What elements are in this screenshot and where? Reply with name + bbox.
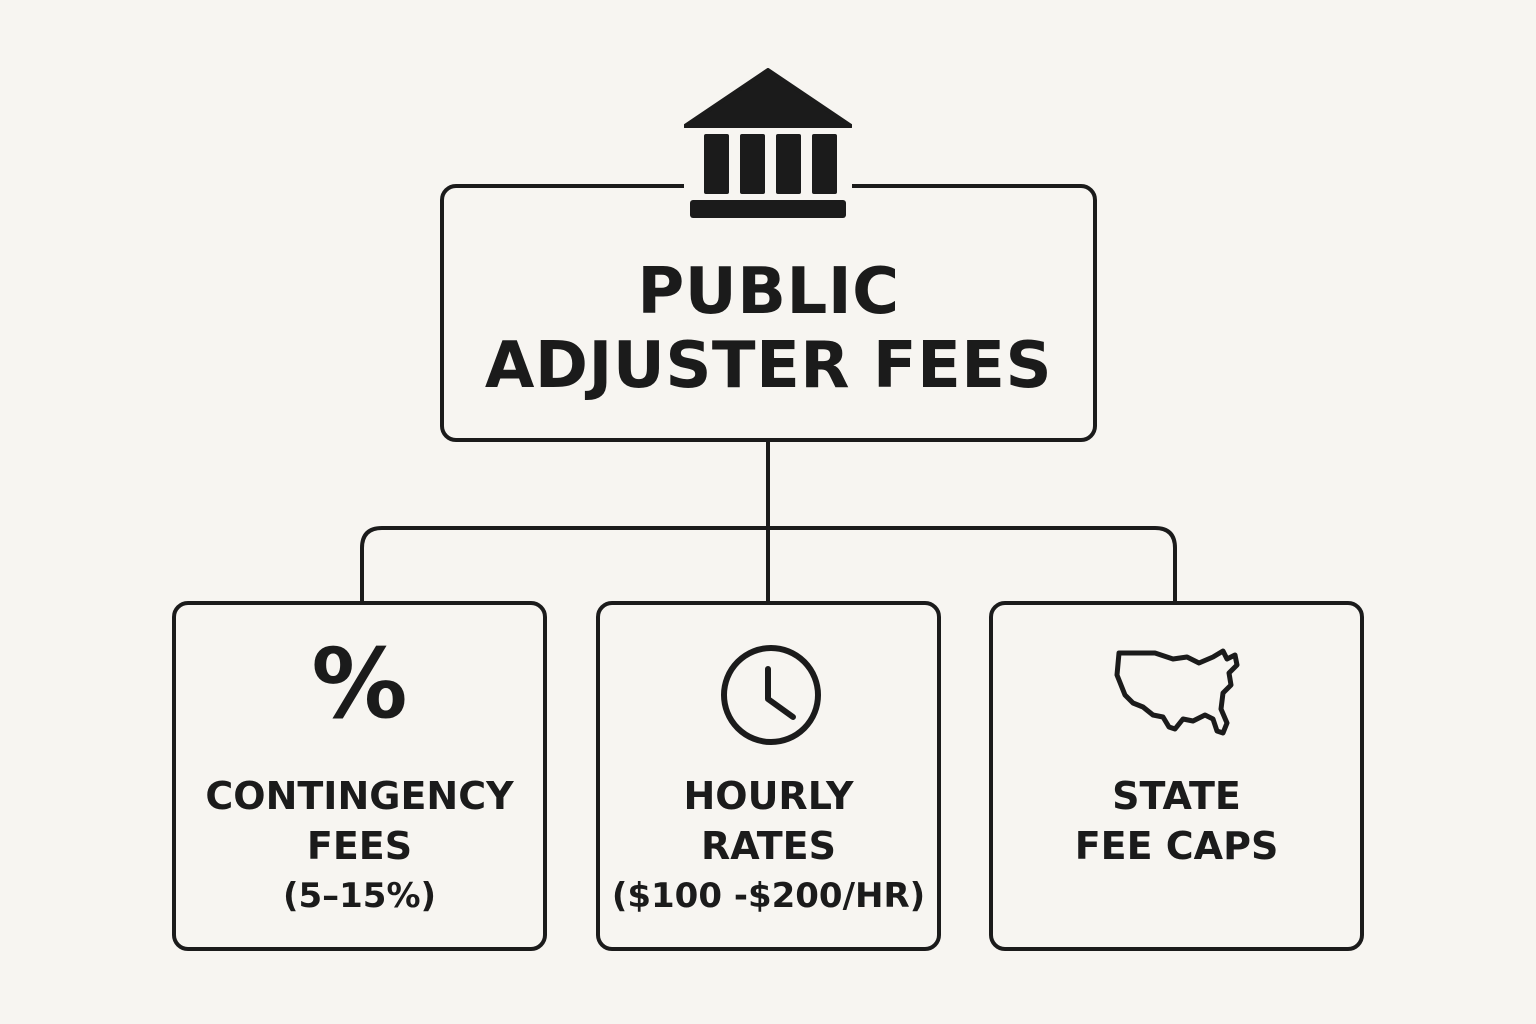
contingency-range: (5–15%)	[282, 876, 437, 916]
usa-map-icon	[1114, 648, 1240, 736]
hourly-label-line-2: RATES	[701, 824, 836, 868]
contingency-label-line-2: FEES	[306, 824, 413, 868]
root-title-line-2: ADJUSTER FEES	[484, 329, 1053, 403]
root-title-line-1: PUBLIC	[637, 255, 900, 329]
bank-building-icon	[684, 68, 852, 218]
clock-icon	[721, 645, 821, 745]
root-node-box: PUBLIC ADJUSTER FEES	[440, 184, 1097, 442]
hourly-rates-box: HOURLY RATES ($100 -$200/HR)	[596, 601, 941, 951]
hourly-label-line-1: HOURLY	[683, 774, 854, 818]
state-label-line-2: FEE CAPS	[1074, 824, 1279, 868]
state-label-line-1: STATE	[1112, 774, 1241, 818]
bus-right-branch	[766, 526, 1177, 603]
hourly-range: ($100 -$200/HR)	[611, 876, 926, 916]
percent-icon: %	[311, 628, 408, 740]
contingency-fees-box: % CONTINGENCY FEES (5–15%)	[172, 601, 547, 951]
contingency-label-line-1: CONTINGENCY	[205, 774, 514, 818]
state-fee-caps-box: STATE FEE CAPS	[989, 601, 1364, 951]
bus-left-branch	[360, 526, 770, 603]
